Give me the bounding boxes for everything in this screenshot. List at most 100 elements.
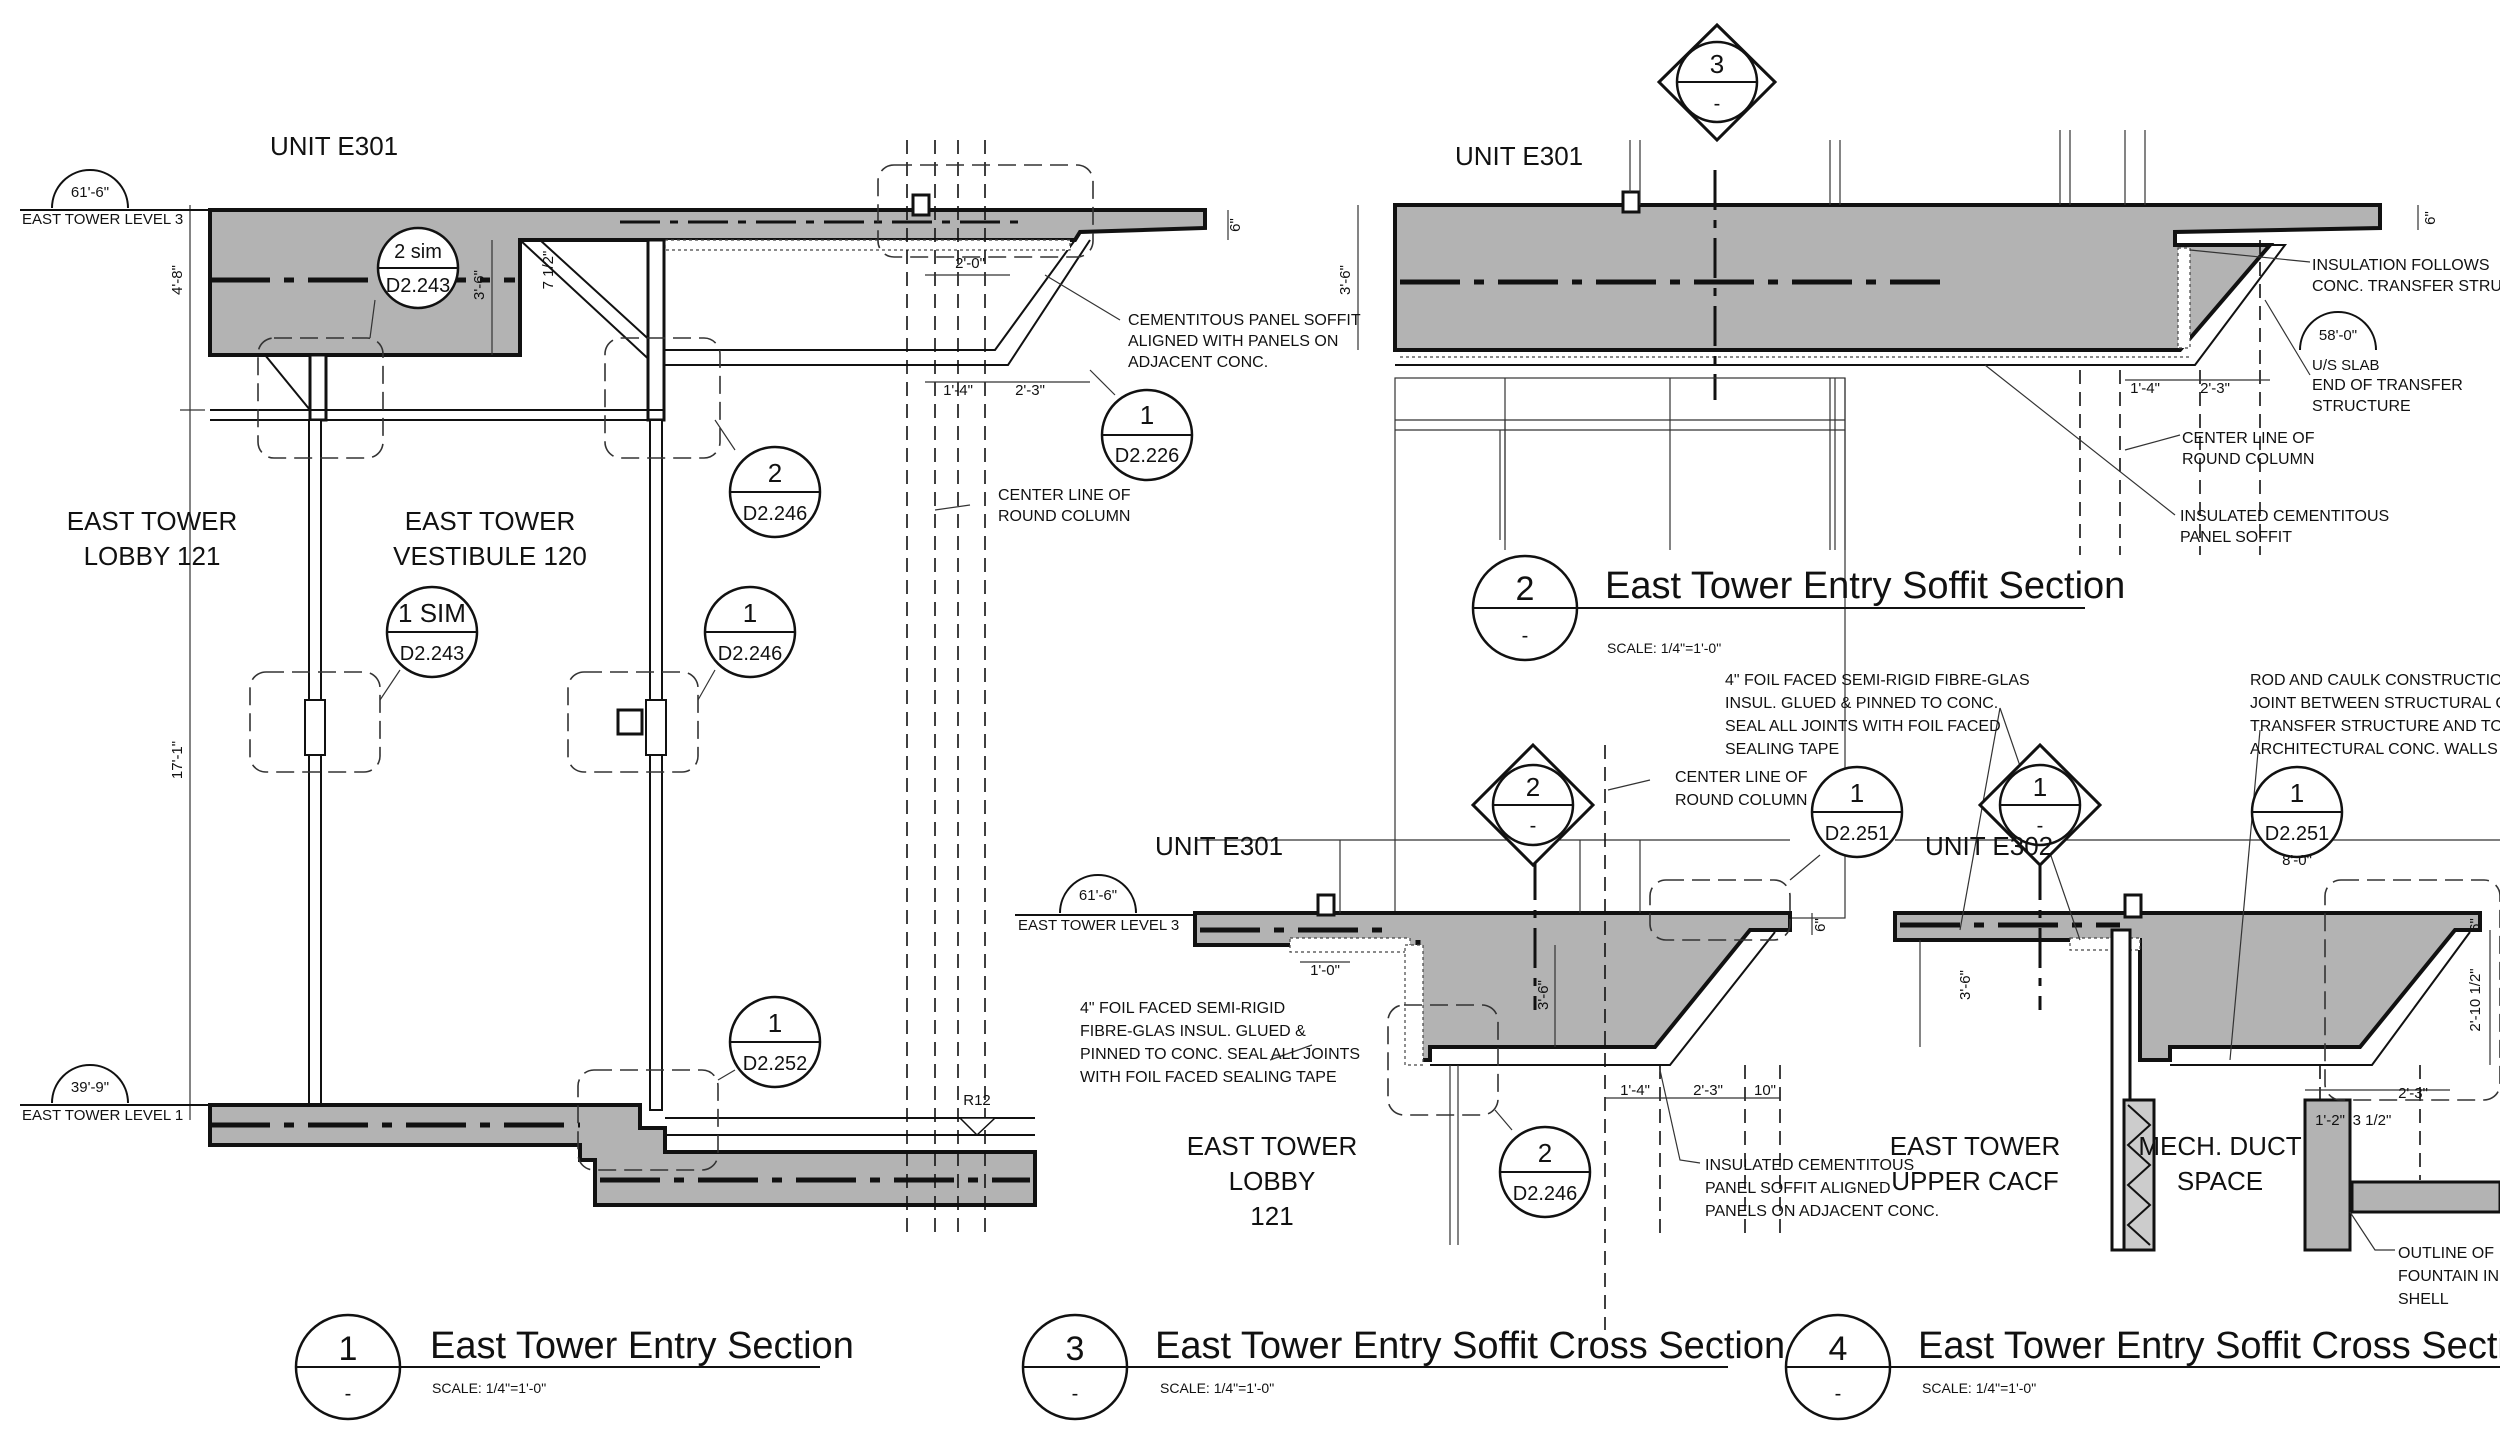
dim-s3-2-3: 2'-3" [1693,1082,1723,1099]
title-block-section-1: 1 - East Tower Entry Section SCALE: 1/4"… [294,1313,854,1421]
detail-ref-1-d2226[interactable]: 1 D2.226 [1100,388,1194,482]
s2-leader-end [2264,299,2311,376]
room-lobby-121-line1: EAST TOWER [67,506,238,536]
svg-text:CENTER LINE OF: CENTER LINE OF [1675,769,1808,786]
detail-ref-sheet: D2.246 [718,643,783,665]
dim-s1-1-4: 1'-4" [943,382,973,399]
s4-curb [2123,893,2143,919]
s4-fountain-wall [2350,1180,2500,1214]
s2-us-slab-marker [2299,311,2377,351]
svg-text:PINNED TO CONC. SEAL ALL JOINT: PINNED TO CONC. SEAL ALL JOINTS [1080,1046,1360,1063]
title-4-scale: SCALE: 1/4"=1'-0" [1922,1380,2036,1396]
dim-s2-3-6: 3'-6" [1337,265,1354,295]
title-1-number: 1 [339,1330,358,1368]
svg-text:PANELS ON ADJACENT CONC.: PANELS ON ADJACENT CONC. [1705,1203,1939,1220]
room-lobby-3-line2: LOBBY [1229,1166,1316,1196]
note-insulation-follows: INSULATION FOLLOWS CONC. TRANSFER STRUC. [2312,257,2500,295]
detail-ref-1-d2251-a[interactable]: 1 D2.251 [1810,765,1904,859]
note-insulated-cementitous: INSULATED CEMENTITOUS PANEL SOFFIT [2180,508,2389,546]
s3-level3-name: EAST TOWER LEVEL 3 [1018,917,1179,934]
section-4-soffit-cross-section [1893,707,2500,1252]
s1-mullion-left [308,419,322,1111]
s1-mullion-clip-left [304,699,326,756]
section-marker-3: 3 - [1656,22,1778,143]
dim-s4-6: 6" [2467,918,2484,932]
s1-level1-elev: 39'-9" [71,1079,109,1096]
svg-text:INSULATED CEMENTITOUS: INSULATED CEMENTITOUS [1705,1157,1914,1174]
note-end-of-transfer: END OF TRANSFER STRUCTURE [2312,377,2463,415]
dim-s2-1-4: 1'-4" [2130,380,2160,397]
s2-slab [1393,203,2382,352]
svg-text:OUTLINE OF: OUTLINE OF [2398,1245,2494,1262]
s2-soffit-panel [1395,244,2287,366]
title-1-text: East Tower Entry Section [430,1325,854,1367]
section-marker-1-number: 1 [2033,772,2047,802]
title-1-scale: SCALE: 1/4"=1'-0" [432,1380,546,1396]
title-block-section-3: 3 - East Tower Entry Soffit Cross Sectio… [1021,1313,1785,1421]
note-rod-and-caulk: ROD AND CAULK CONSTRUCTION JOINT BETWEEN… [2250,672,2500,758]
detail-ref-sheet: D2.226 [1115,445,1180,467]
detail-ref-1-d2251-b[interactable]: 1 D2.251 [2250,765,2344,859]
detail-ref-number: 2 [1538,1138,1552,1168]
detail-ref-number: 1 [1140,400,1154,430]
title-3-scale: SCALE: 1/4"=1'-0" [1160,1380,1274,1396]
s1-detail-box-1 [257,337,384,459]
s2-us-slab-elev: 58'-0" [2319,327,2357,344]
section-marker-1: 1 - [1977,742,2103,868]
title-3-number: 3 [1066,1330,1085,1368]
room-lobby-3-line3: 121 [1250,1201,1293,1231]
note-fountain-shell: OUTLINE OF FOUNTAIN INN SHELL [2398,1245,2500,1308]
svg-text:PANEL SOFFIT ALIGNED: PANEL SOFFIT ALIGNED [1705,1180,1891,1197]
s4-leader-foil-2 [1959,707,2001,931]
room-lobby-121-line2: LOBBY 121 [84,541,221,571]
s2-insulation [2177,247,2191,349]
s1-truss-diag-2 [264,354,311,411]
s3-insulation-top [1289,937,1411,953]
dim-s1-7-12: 7 1/2" [540,251,557,290]
detail-ref-sheet: D2.252 [743,1053,808,1075]
s2-unit-label: UNIT E301 [1455,141,1583,171]
detail-ref-1-d2252[interactable]: 1 D2.252 [728,995,822,1089]
s1-mullion-right [649,419,663,1111]
note-center-line-column-3: CENTER LINE OF ROUND COLUMN [1675,769,1808,809]
s3-level3-elev: 61'-6" [1079,887,1117,904]
section-marker-3-number: 3 [1710,49,1724,79]
detail-ref-2-d2246[interactable]: 2 D2.246 [728,445,822,539]
svg-text:INSULATION FOLLOWS: INSULATION FOLLOWS [2312,257,2490,274]
svg-text:WITH FOIL FACED SEALING TAPE: WITH FOIL FACED SEALING TAPE [1080,1069,1337,1086]
s3-leader-cl [1607,779,1651,791]
dim-s3-10: 10" [1754,1082,1776,1099]
svg-text:ROUND COLUMN: ROUND COLUMN [998,508,1130,525]
note-cementitous-panel: CEMENTITOUS PANEL SOFFIT ALIGNED WITH PA… [1128,312,1361,371]
detail-ref-2-d2246-b[interactable]: 2 D2.246 [1498,1125,1592,1219]
svg-text:END OF TRANSFER: END OF TRANSFER [2312,377,2463,394]
title-4-sheet: - [1835,1383,1842,1405]
svg-text:TRANSFER STRUCTURE AND TOPS C: TRANSFER STRUCTURE AND TOPS C [2250,718,2500,735]
s3-unit-label: UNIT E301 [1155,831,1283,861]
svg-text:ADJACENT CONC.: ADJACENT CONC. [1128,354,1268,371]
dim-s3-1-0: 1'-0" [1310,962,1340,979]
detail-ref-number: 1 [743,598,757,628]
s3-level3-marker [1059,874,1137,914]
room-mech-line2: SPACE [2177,1166,2263,1196]
s3-curb [1316,893,1336,917]
room-upper-cacf-line2: UPPER CACF [1891,1166,2059,1196]
s2-us-slab-name: U/S SLAB [2312,357,2380,374]
detail-ref-sheet: D2.251 [2265,823,2330,845]
s1-mullion-clip-right [645,699,667,756]
svg-text:FOUNTAIN INN: FOUNTAIN INN [2398,1268,2500,1285]
detail-ref-1-d2246[interactable]: 1 D2.246 [703,585,797,679]
detail-ref-2sim-d2243[interactable]: 2 sim D2.243 [376,226,460,310]
dim-s1-r12: R12 [963,1092,991,1109]
dim-s4-3-12: 3 1/2" [2353,1112,2392,1129]
s1-level3-marker [51,169,129,209]
s3-detail-box-2 [1649,879,1791,941]
svg-text:SEAL ALL JOINTS WITH FOIL FACE: SEAL ALL JOINTS WITH FOIL FACED [1725,718,2001,735]
s2-leader-insulcem [1984,364,2176,516]
note-foil-faced-top: 4" FOIL FACED SEMI-RIGID FIBRE-GLAS INSU… [1725,672,2030,758]
detail-ref-1sim-d2243[interactable]: 1 SIM D2.243 [385,585,479,679]
room-lobby-3-line1: EAST TOWER [1187,1131,1358,1161]
svg-text:STRUCTURE: STRUCTURE [2312,398,2411,415]
svg-text:SEALING TAPE: SEALING TAPE [1725,741,1839,758]
